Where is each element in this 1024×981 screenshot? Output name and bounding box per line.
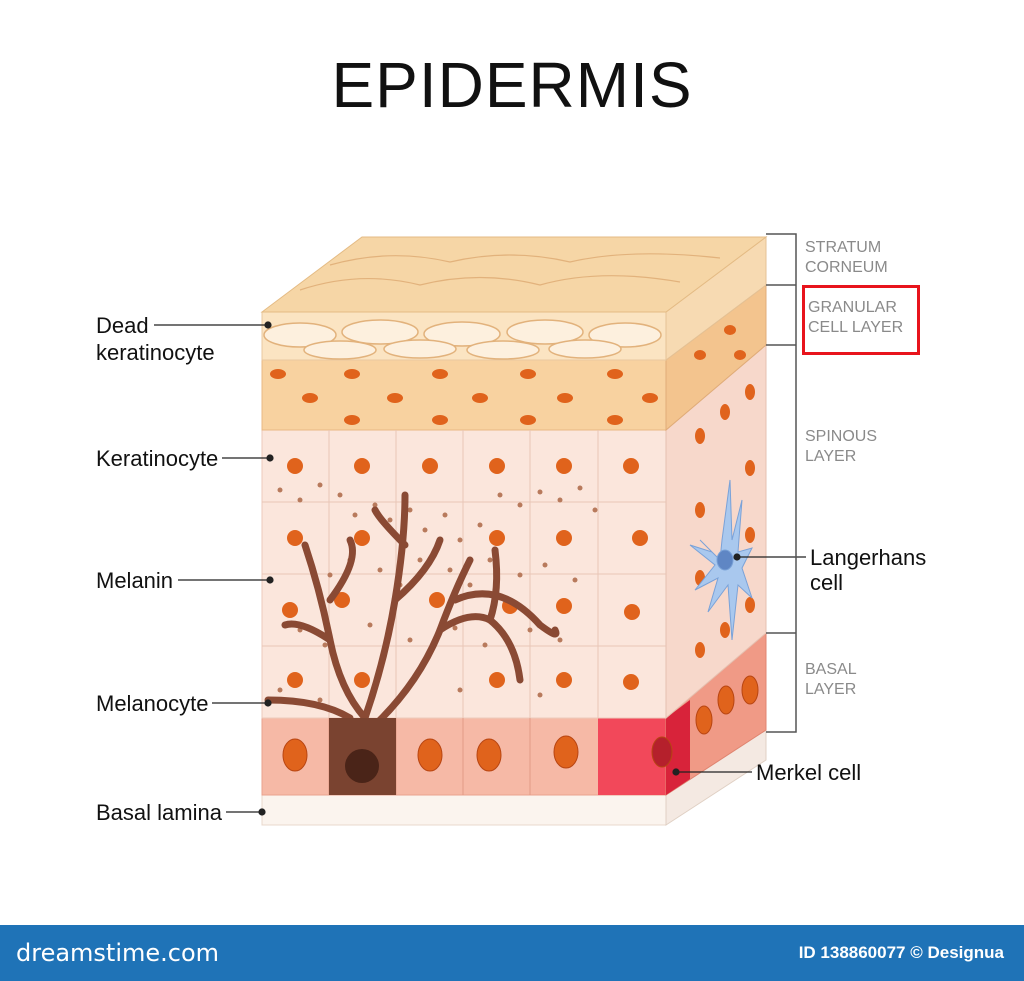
label-dead-keratinocyte-line1: Dead (96, 313, 149, 338)
melanocyte-body (329, 718, 396, 795)
layer-granular-line1: GRANULAR (808, 299, 897, 316)
layer-corneum-line2: CORNEUM (805, 259, 888, 276)
langerhans-cell (689, 479, 753, 641)
leader-lines (154, 321, 806, 816)
label-melanin: Melanin (96, 568, 173, 593)
layer-basal-line1: BASAL (805, 661, 857, 678)
label-langerhans-line2: cell (810, 570, 843, 595)
dead-keratinocyte-cells (263, 319, 662, 360)
epidermis-diagram: Dead keratinocyte Keratinocyte Melanin M… (96, 233, 926, 826)
image-credit: ID 138860077 © Designua (798, 943, 1004, 962)
label-merkel-cell: Merkel cell (756, 760, 861, 785)
brand-logo[interactable]: dreamstime.com (16, 939, 220, 967)
footer-bar: dreamstime.com ID 138860077 © Designua (0, 925, 1024, 981)
granular-nuclei (270, 325, 746, 425)
layer-corneum-line1: STRATUM (805, 239, 881, 256)
label-melanocyte: Melanocyte (96, 691, 209, 716)
melanocyte-nucleus (345, 749, 379, 783)
page-title: EPIDERMIS (331, 49, 693, 121)
layer-spinous-line2: LAYER (805, 448, 856, 465)
label-dead-keratinocyte-line2: keratinocyte (96, 340, 215, 365)
corneum-top-pattern (299, 253, 721, 291)
layer-brackets (766, 233, 797, 733)
granular-layer-highlight-box (802, 285, 920, 355)
layer-basal-line2: LAYER (805, 681, 856, 698)
label-langerhans-line1: Langerhans (810, 545, 926, 570)
label-keratinocyte: Keratinocyte (96, 446, 218, 471)
granular-layer-front (261, 359, 667, 431)
keratinocyte-nuclei (282, 384, 755, 690)
label-basal-lamina: Basal lamina (96, 800, 223, 825)
melanin-granules (277, 482, 598, 703)
melanocyte-dendrites (264, 491, 560, 724)
layer-granular-line2: CELL LAYER (808, 319, 903, 336)
basal-lamina-front (261, 794, 667, 826)
basal-nuclei (282, 675, 759, 772)
layer-spinous-line1: SPINOUS (805, 428, 877, 445)
merkel-cell-side (666, 700, 690, 795)
